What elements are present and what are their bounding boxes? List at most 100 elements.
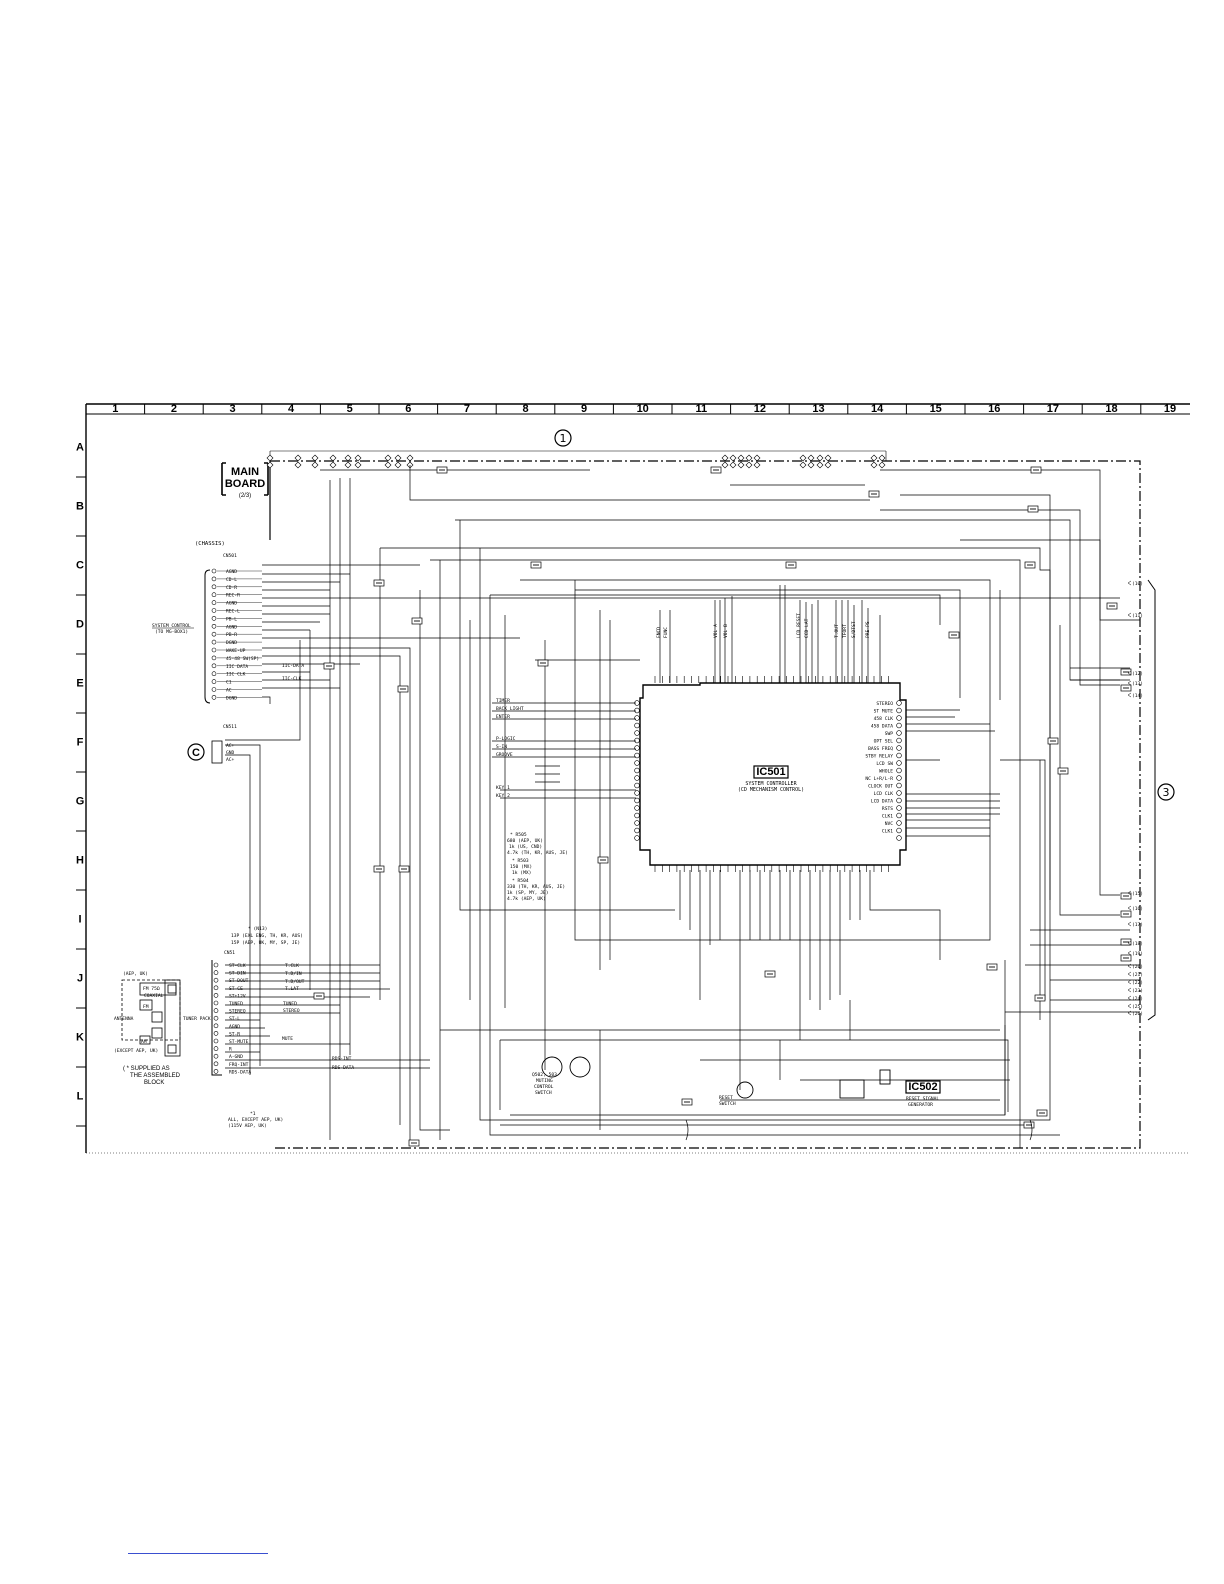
ic501-right-pin (896, 760, 902, 766)
ic501-right-signal: SWP (885, 731, 894, 737)
right-port-label: (24) (1132, 996, 1143, 1002)
box-reference-tags (313, 466, 1132, 1147)
tuner-connector-pins: ST-CLKST-DINST-DOUTST-CEST+12VTUNEDSTERE… (213, 962, 251, 1075)
right-port-label: (21) (1132, 972, 1143, 978)
ic501-left-signal: S-IN (496, 744, 507, 750)
bus-terminal (729, 454, 737, 462)
ic501-right-signal: STBY RELAY (865, 754, 893, 760)
resistor-notes: * R505 680 (AEP, UK) 1k (US, CND) 4.7k (… (507, 832, 568, 902)
svg-text:FM: FM (143, 1004, 149, 1010)
tuner-pin-label: ST-DOUT (229, 978, 249, 984)
grid-row-label: A (76, 442, 84, 454)
grid-column-label: 7 (464, 403, 470, 415)
tuner-signal: T.D/OUT (285, 979, 305, 985)
ic501-right-signal: RSTS (882, 806, 893, 812)
svg-text:FM 75Ω: FM 75Ω (143, 986, 160, 992)
ic501-right-signal: WHOLE (879, 769, 893, 775)
svg-text:4.7k (TH, KR, AUS, JE): 4.7k (TH, KR, AUS, JE) (507, 850, 568, 856)
left-connector-signal-labels: IIC-DATA IIC-CLK (282, 663, 304, 682)
ic501-right-pin (896, 790, 902, 796)
bus-terminal (384, 461, 392, 469)
bus-terminal (721, 461, 729, 469)
svg-text:330 (TH, KR, AUS, JE): 330 (TH, KR, AUS, JE) (507, 884, 565, 890)
grid-column-label: 13 (812, 403, 824, 415)
ic501-top-signal: TFORT (842, 624, 848, 638)
svg-text:CONTROL: CONTROL (534, 1084, 554, 1090)
ic501-right-pin (896, 805, 902, 811)
left-connector-pin (211, 616, 217, 621)
svg-text:* (N13): * (N13) (248, 926, 267, 932)
tuner-pin-label: TUNED (229, 1001, 243, 1007)
svg-text:4.7k (AEP, UK): 4.7k (AEP, UK) (507, 896, 546, 902)
right-output-ports: (10)(11)(12)(13)(14)(15)(16)(17)(18)(19)… (1127, 580, 1143, 1017)
svg-text:SWITCH: SWITCH (535, 1090, 552, 1096)
ic501-right-signal: CLK1 (882, 814, 893, 820)
tuner-pin-label: ST-CE (229, 986, 243, 992)
bus-terminal (266, 454, 274, 462)
bus-terminal (816, 454, 824, 462)
left-connector-pin-label: REC-R (226, 593, 240, 599)
board-title-line1: MAIN (231, 466, 259, 478)
grid-column-label: 10 (637, 403, 649, 415)
tuner-pin (213, 1053, 219, 1059)
tuner-pin (213, 1061, 219, 1067)
grid-frame (85, 403, 1190, 1154)
grid-column-label: 17 (1047, 403, 1059, 415)
ic501-left-signal: KEY 1 (496, 785, 510, 791)
ic501-right-signal: 458 DATA (871, 724, 893, 730)
tuner-pin (213, 1000, 219, 1006)
bus-terminal (344, 454, 352, 462)
bus-terminal (384, 454, 392, 462)
ic501-top-signal: ENCD (656, 627, 662, 638)
svg-text:TUNER PACK: TUNER PACK (183, 1016, 211, 1022)
ic501-left-pin (634, 730, 640, 736)
ic501-right-signal: LCD SW (876, 761, 893, 767)
ic501-left-signal: KEY 2 (496, 793, 510, 799)
tuner-pin (213, 993, 219, 998)
tuner-pin-label: ST-CLK (229, 963, 246, 969)
bus-terminal (344, 461, 352, 469)
ic501-right-signal: BASS FREQ (868, 746, 893, 752)
left-connector-pin-label: IIC DATA (226, 664, 248, 670)
circled-marker-3: 3 (1157, 783, 1175, 801)
svg-text:680 (AEP, UK): 680 (AEP, UK) (507, 838, 543, 844)
grid-column-label: 9 (581, 403, 587, 415)
ic501-top-signal: VOL A (713, 624, 719, 638)
grid-column-label: 16 (988, 403, 1000, 415)
left-connector-pins: AGNDCD-LCD-RREC-RAGNDREC-LPB-LAGNDPB-RDG… (211, 568, 262, 701)
tuner-pin (213, 1046, 219, 1051)
right-port-label: (20) (1132, 964, 1143, 970)
grid-row-label: G (76, 796, 85, 808)
svg-text:* R505: * R505 (510, 832, 527, 838)
left-connector-pin (211, 576, 217, 582)
right-port-label: (10) (1132, 581, 1143, 587)
ic501-right-signal: STEREO (876, 701, 893, 707)
grid-row-label: J (77, 973, 83, 985)
tuner-pin (213, 1069, 219, 1074)
ic501-right-pin (896, 775, 902, 781)
tuner-pin (213, 985, 219, 991)
tuner-notes: * (N13) 13P (EXL ENG, TH, KR, AUS) 15P (… (224, 926, 303, 956)
grid-column-label: 5 (347, 403, 353, 415)
grid-row-label: H (76, 855, 84, 867)
ic501-left-pin (634, 745, 640, 751)
grid-row-label: L (77, 1091, 84, 1103)
bus-terminal (824, 461, 832, 469)
ic501-top-signal: T.OUT (834, 624, 840, 638)
ic501-right-pin (896, 797, 902, 804)
grid-column-label: 18 (1105, 403, 1117, 415)
bus-terminal (753, 461, 761, 469)
left-connector-pin (211, 671, 217, 677)
ic501-left-pin (634, 797, 640, 804)
left-connector-pin (211, 655, 217, 661)
ic501-right-pin (896, 715, 902, 721)
tuner-pin-label: ST-DIN (229, 971, 246, 977)
left-connector-pin-label: AGND (226, 624, 237, 630)
ic501-right-pin (896, 730, 902, 736)
svg-text:1: 1 (560, 432, 567, 445)
ic501-right-pin (896, 722, 902, 729)
svg-text:ALL, EXCEPT AEP, UK): ALL, EXCEPT AEP, UK) (228, 1117, 283, 1123)
tuner-signal: T.LAT (285, 986, 299, 992)
